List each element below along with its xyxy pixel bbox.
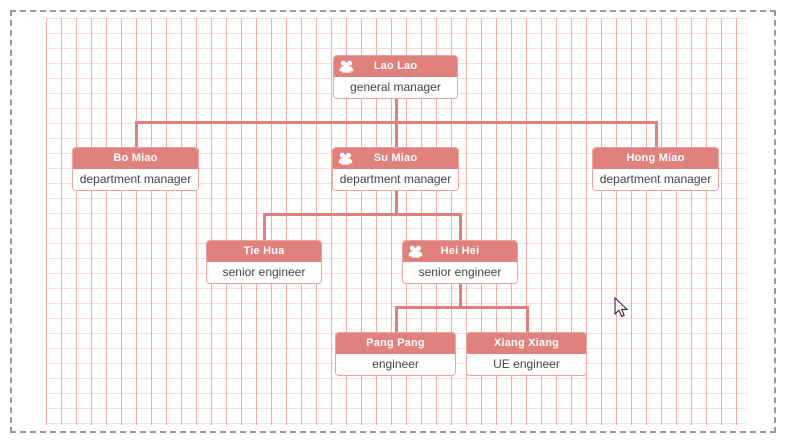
org-node-title: senior engineer [207,262,321,283]
org-node-su-miao[interactable]: Su Miao department manager [332,147,459,191]
org-node-title: engineer [336,354,455,375]
org-node-xiang-xiang[interactable]: Xiang Xiang UE engineer [466,332,587,376]
connector-branch [395,121,398,147]
org-node-name: Bo Miao [113,152,158,164]
group-icon [408,244,423,259]
org-node-name: Pang Pang [366,337,425,349]
org-node-hong-miao[interactable]: Hong Miao department manager [592,147,719,191]
org-node-name: Hong Miao [626,152,685,164]
org-node-header: Hei Hei [403,241,517,262]
connector-branch [459,213,462,240]
org-node-header: Lao Lao [334,56,457,77]
connector-branch [655,121,658,147]
org-node-header: Tie Hua [207,241,321,262]
connector-bus [395,306,529,309]
connector-branch [135,121,138,147]
org-node-title: department manager [333,169,458,190]
connector-stem [395,98,398,124]
org-node-name: Xiang Xiang [493,337,560,349]
org-node-header: Bo Miao [73,148,198,169]
org-node-title: general manager [334,77,457,98]
org-node-title: department manager [73,169,198,190]
org-node-title: UE engineer [467,354,586,375]
org-node-bo-miao[interactable]: Bo Miao department manager [72,147,199,191]
org-node-lao-lao[interactable]: Lao Lao general manager [333,55,458,99]
connector-branch [526,306,529,332]
org-node-header: Hong Miao [593,148,718,169]
org-node-header: Pang Pang [336,333,455,354]
org-node-header: Xiang Xiang [467,333,586,354]
connector-branch [263,213,266,240]
group-icon [338,151,353,166]
connector-stem [395,190,398,216]
connector-branch [395,306,398,332]
org-node-title: senior engineer [403,262,517,283]
org-node-name: Hei Hei [440,245,480,257]
org-node-tie-hua[interactable]: Tie Hua senior engineer [206,240,322,284]
group-icon [339,59,354,74]
connector-stem [459,283,462,309]
org-node-name: Tie Hua [243,245,285,257]
org-node-header: Su Miao [333,148,458,169]
connector-bus [263,213,462,216]
org-node-title: department manager [593,169,718,190]
org-node-name: Su Miao [373,152,418,164]
org-node-hei-hei[interactable]: Hei Hei senior engineer [402,240,518,284]
org-node-name: Lao Lao [373,60,418,72]
org-node-pang-pang[interactable]: Pang Pang engineer [335,332,456,376]
